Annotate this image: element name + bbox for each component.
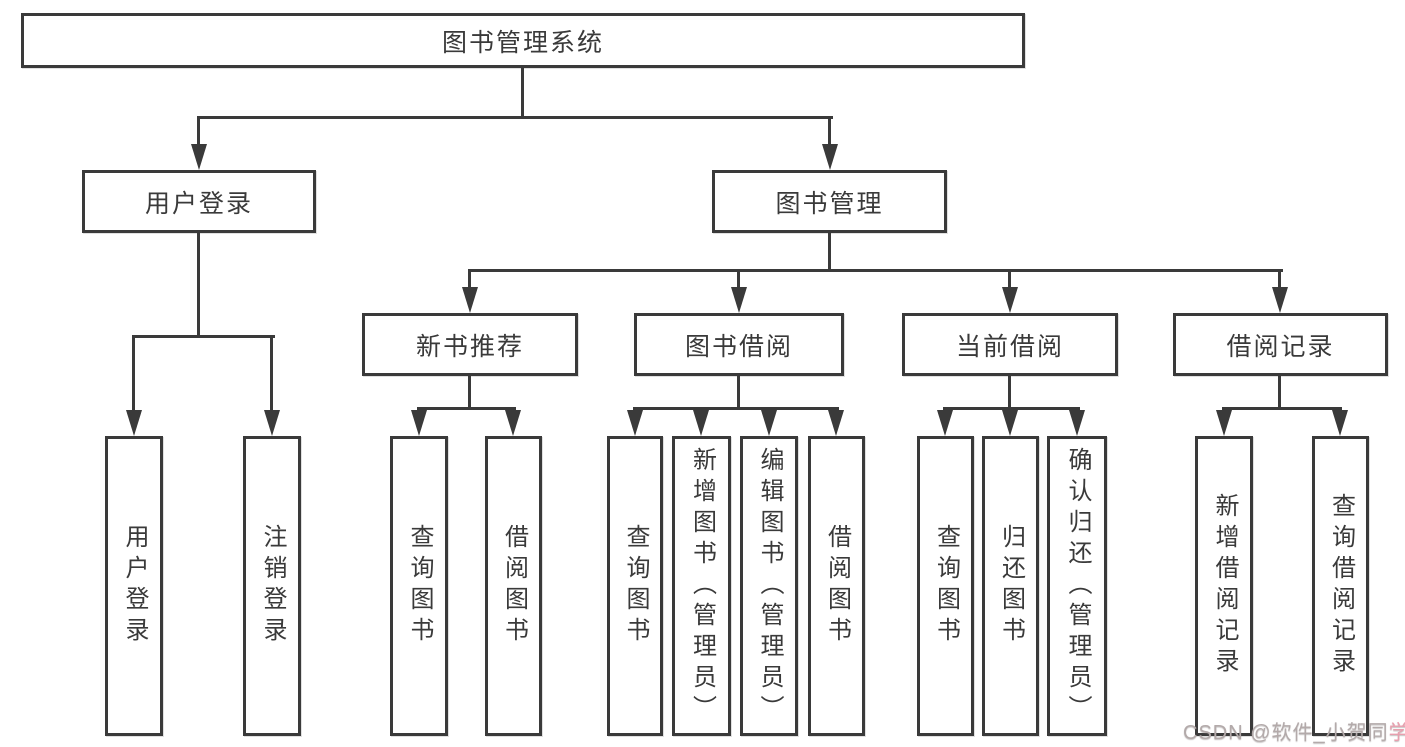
arrowhead-down: [462, 287, 478, 313]
arrowhead-down: [1069, 410, 1085, 436]
leaf-add-book-admin: 新增图书（管理员）: [672, 436, 731, 736]
leaf-label: 查询图书: [932, 524, 960, 648]
connector-stem: [737, 269, 740, 291]
leaf-label: 查询图书: [622, 524, 649, 648]
arrowhead-down: [627, 410, 643, 436]
node-label: 图书管理系统: [441, 28, 604, 57]
arrowhead-down: [1216, 410, 1232, 436]
watermark-text: CSDN @软件_小贺同: [1183, 722, 1389, 744]
connector-stem: [1008, 269, 1011, 291]
connector-stem: [828, 116, 831, 148]
node-user-login: 用户登录: [82, 170, 316, 233]
leaf-query-borrow-record: 查询借阅记录: [1312, 436, 1369, 736]
connector-stem: [468, 269, 471, 291]
connector-splitter: [633, 407, 839, 410]
arrowhead-down: [1002, 410, 1018, 436]
leaf-label: 注销登录: [259, 524, 286, 648]
node-label: 图书借阅: [684, 332, 793, 361]
arrowhead-down: [828, 410, 844, 436]
arrowhead-down: [731, 287, 747, 313]
leaf-label: 借阅图书: [823, 524, 851, 648]
connector-splitter: [417, 407, 516, 410]
connector-stem: [828, 233, 831, 271]
leaf-add-borrow-record: 新增借阅记录: [1195, 436, 1253, 736]
leaf-query-books-recommend: 查询图书: [390, 436, 448, 736]
node-label: 借阅记录: [1226, 332, 1335, 361]
arrowhead-down: [1332, 410, 1348, 436]
leaf-confirm-return-admin: 确认归还（管理员）: [1047, 436, 1107, 736]
watermark: CSDN @软件_小贺同学: [1183, 716, 1405, 745]
leaf-label: 新增借阅记录: [1211, 493, 1238, 679]
leaf-return-books: 归还图书: [982, 436, 1039, 736]
connector-stem: [737, 376, 740, 410]
leaf-label: 查询图书: [406, 524, 433, 648]
connector-stem: [270, 335, 273, 412]
watermark-text-accent: 学: [1388, 722, 1405, 744]
connector-splitter: [1222, 407, 1342, 410]
connector-stem: [1278, 269, 1281, 291]
connector-stem: [468, 376, 471, 410]
connector-stem: [197, 116, 200, 148]
arrowhead-down: [761, 410, 777, 436]
leaf-borrow-books-borrowing: 借阅图书: [808, 436, 865, 736]
node-borrowing-records: 借阅记录: [1173, 313, 1388, 376]
arrowhead-down: [126, 410, 142, 436]
arrowhead-down: [191, 144, 207, 170]
node-current-borrowing: 当前借阅: [902, 313, 1118, 376]
node-book-borrowing: 图书借阅: [634, 313, 844, 376]
node-new-book-recommendation: 新书推荐: [362, 313, 578, 376]
leaf-label: 确认归还（管理员）: [1064, 446, 1091, 726]
arrowhead-down: [264, 410, 280, 436]
leaf-edit-book-admin: 编辑图书（管理员）: [740, 436, 798, 736]
leaf-logout: 注销登录: [243, 436, 301, 736]
connector-stem: [1278, 376, 1281, 410]
connector-splitter: [943, 407, 1080, 410]
leaf-user-login: 用户登录: [105, 436, 163, 736]
node-label: 新书推荐: [415, 332, 524, 361]
arrowhead-down: [693, 410, 709, 436]
connector-stem: [197, 233, 200, 337]
leaf-label: 新增图书（管理员）: [688, 446, 716, 726]
node-label: 当前借阅: [955, 332, 1064, 361]
leaf-query-books-current: 查询图书: [917, 436, 974, 736]
arrowhead-down: [505, 410, 521, 436]
leaf-label: 查询借阅记录: [1327, 493, 1355, 679]
connector-stem: [132, 335, 135, 412]
arrowhead-down: [1002, 287, 1018, 313]
connector-root-stem: [521, 68, 524, 118]
leaf-label: 用户登录: [121, 524, 148, 648]
connector-splitter: [468, 269, 1283, 272]
connector-splitter: [132, 335, 275, 338]
node-label: 用户登录: [144, 189, 253, 218]
connector-stem: [1008, 376, 1011, 410]
leaf-query-books-borrowing: 查询图书: [607, 436, 663, 736]
leaf-label: 编辑图书（管理员）: [756, 446, 783, 726]
arrowhead-down: [1272, 287, 1288, 313]
arrowhead-down: [411, 410, 427, 436]
leaf-borrow-books-recommend: 借阅图书: [485, 436, 542, 736]
arrowhead-down: [937, 410, 953, 436]
node-label: 图书管理: [775, 189, 884, 218]
connector-root-splitter: [197, 116, 833, 119]
arrowhead-down: [822, 144, 838, 170]
node-book-management: 图书管理: [712, 170, 947, 233]
leaf-label: 归还图书: [997, 524, 1025, 648]
node-library-management-system: 图书管理系统: [21, 13, 1025, 68]
leaf-label: 借阅图书: [500, 524, 528, 648]
